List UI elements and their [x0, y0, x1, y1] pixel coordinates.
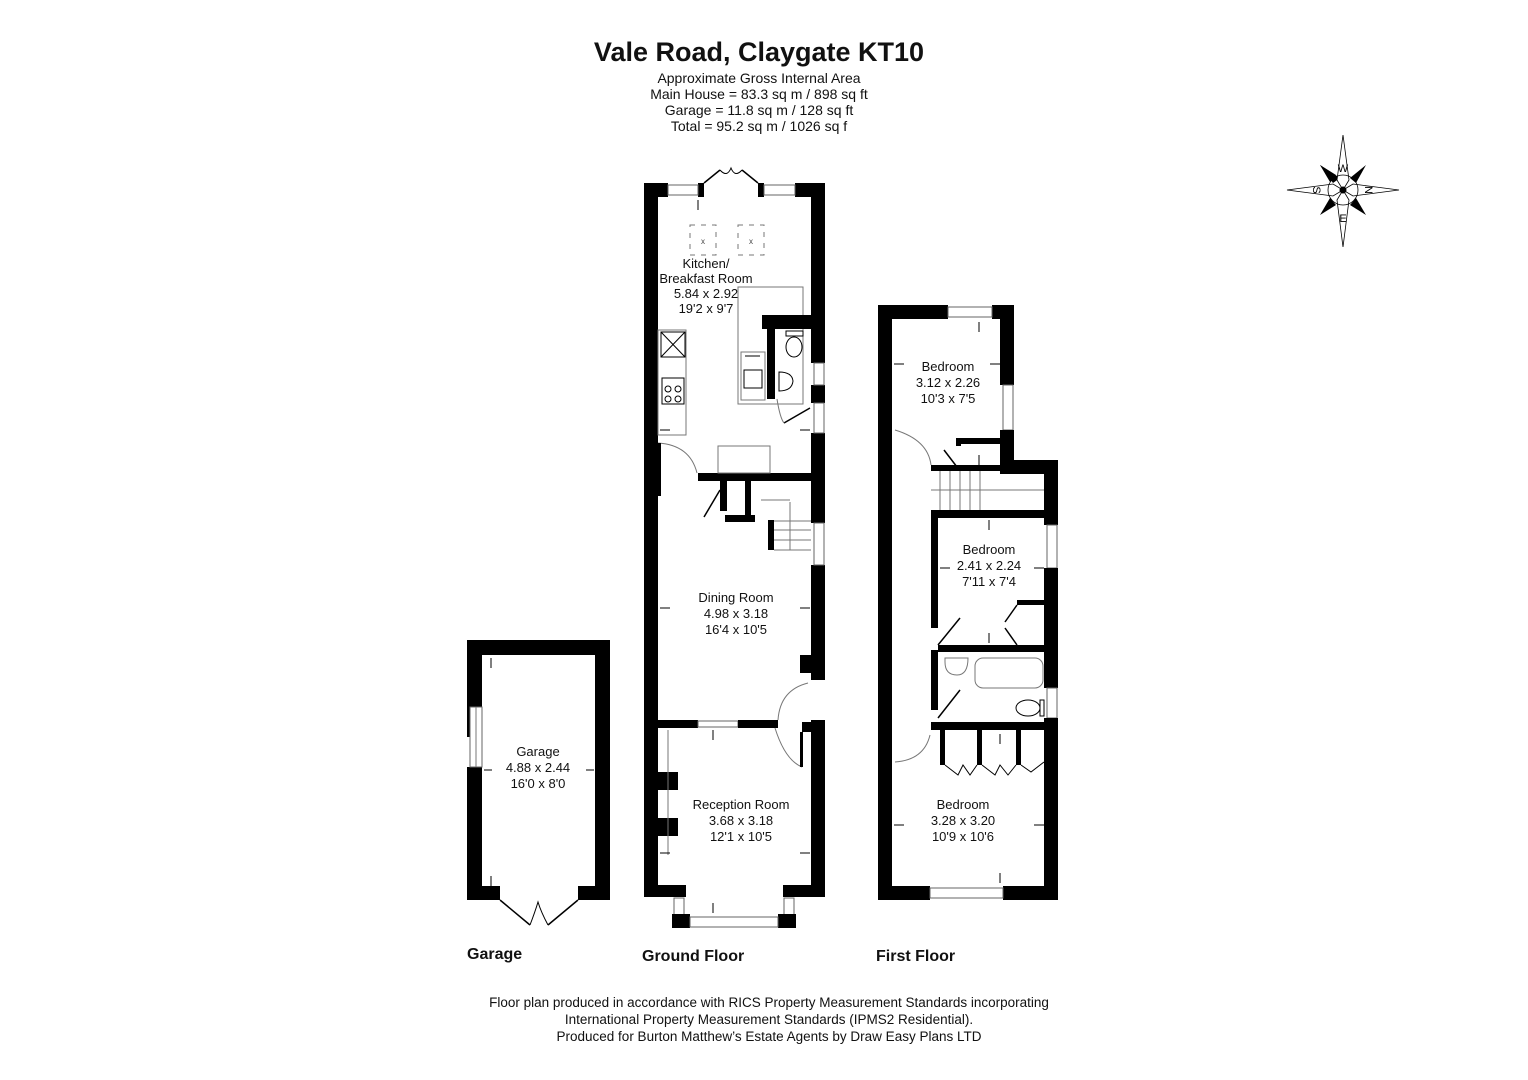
dining-room-name: Dining Room	[698, 590, 773, 605]
area-garage: Garage = 11.8 sq m / 128 sq ft	[664, 102, 854, 118]
dining-room-metric: 4.98 x 3.18	[704, 606, 768, 621]
ground-floor-plan: x x	[644, 166, 825, 928]
footer-line-3: Produced for Burton Matthew’s Estate Age…	[556, 1029, 982, 1044]
garage-room-imperial: 16'0 x 8'0	[511, 776, 566, 791]
kitchen-room-name-2: Breakfast Room	[659, 271, 752, 286]
reception-room-metric: 3.68 x 3.18	[709, 813, 773, 828]
bedroom-1-name: Bedroom	[922, 359, 975, 374]
area-main-house: Main House = 83.3 sq m / 898 sq ft	[650, 86, 868, 102]
plan-footer: Floor plan produced in accordance with R…	[0, 994, 1528, 1045]
bedroom-1-metric: 3.12 x 2.26	[916, 375, 980, 390]
svg-text:x: x	[701, 237, 705, 246]
garage-room-name: Garage	[516, 744, 559, 759]
compass-bottom-letter: E	[1339, 213, 1346, 225]
bedroom-3-metric: 3.28 x 3.20	[931, 813, 995, 828]
svg-text:x: x	[749, 237, 753, 246]
first-floor-plan: Bedroom 3.12 x 2.26 10'3 x 7'5 Bedroom 2…	[878, 305, 1058, 900]
garage-floor-label: Garage	[467, 946, 523, 963]
area-total: Total = 95.2 sq m / 1026 sq f	[670, 118, 848, 134]
reception-room-name: Reception Room	[693, 797, 790, 812]
reception-room-imperial: 12'1 x 10'5	[710, 829, 772, 844]
kitchen-room-metric: 5.84 x 2.92	[674, 286, 738, 301]
property-title: Vale Road, Claygate KT10	[593, 37, 925, 67]
bedroom-2-name: Bedroom	[963, 542, 1016, 557]
kitchen-room-name: Kitchen/	[683, 256, 730, 271]
compass-top-letter: W	[1338, 163, 1349, 175]
footer-line-1: Floor plan produced in accordance with R…	[489, 995, 1049, 1010]
kitchen-room-imperial: 19'2 x 9'7	[679, 301, 734, 316]
first-floor-label: First Floor	[876, 948, 956, 965]
compass-rose-icon: W N E S	[1286, 134, 1400, 248]
garage-plan: Garage 4.88 x 2.44 16'0 x 8'0	[467, 640, 610, 926]
dining-room-imperial: 16'4 x 10'5	[705, 622, 767, 637]
bedroom-1-imperial: 10'3 x 7'5	[921, 391, 976, 406]
compass-right-letter: N	[1362, 186, 1374, 194]
bedroom-2-metric: 2.41 x 2.24	[957, 558, 1021, 573]
bedroom-3-name: Bedroom	[937, 797, 990, 812]
ground-floor-label: Ground Floor	[642, 948, 745, 965]
footer-line-2: International Property Measurement Stand…	[564, 1012, 974, 1027]
bedroom-2-imperial: 7'11 x 7'4	[962, 574, 1016, 589]
bedroom-3-imperial: 10'9 x 10'6	[932, 829, 994, 844]
compass-left-letter: S	[1310, 186, 1322, 193]
area-heading: Approximate Gross Internal Area	[657, 70, 861, 86]
garage-room-metric: 4.88 x 2.44	[506, 760, 570, 775]
plan-header: Vale Road, Claygate KT10 Approximate Gro…	[0, 34, 1528, 134]
